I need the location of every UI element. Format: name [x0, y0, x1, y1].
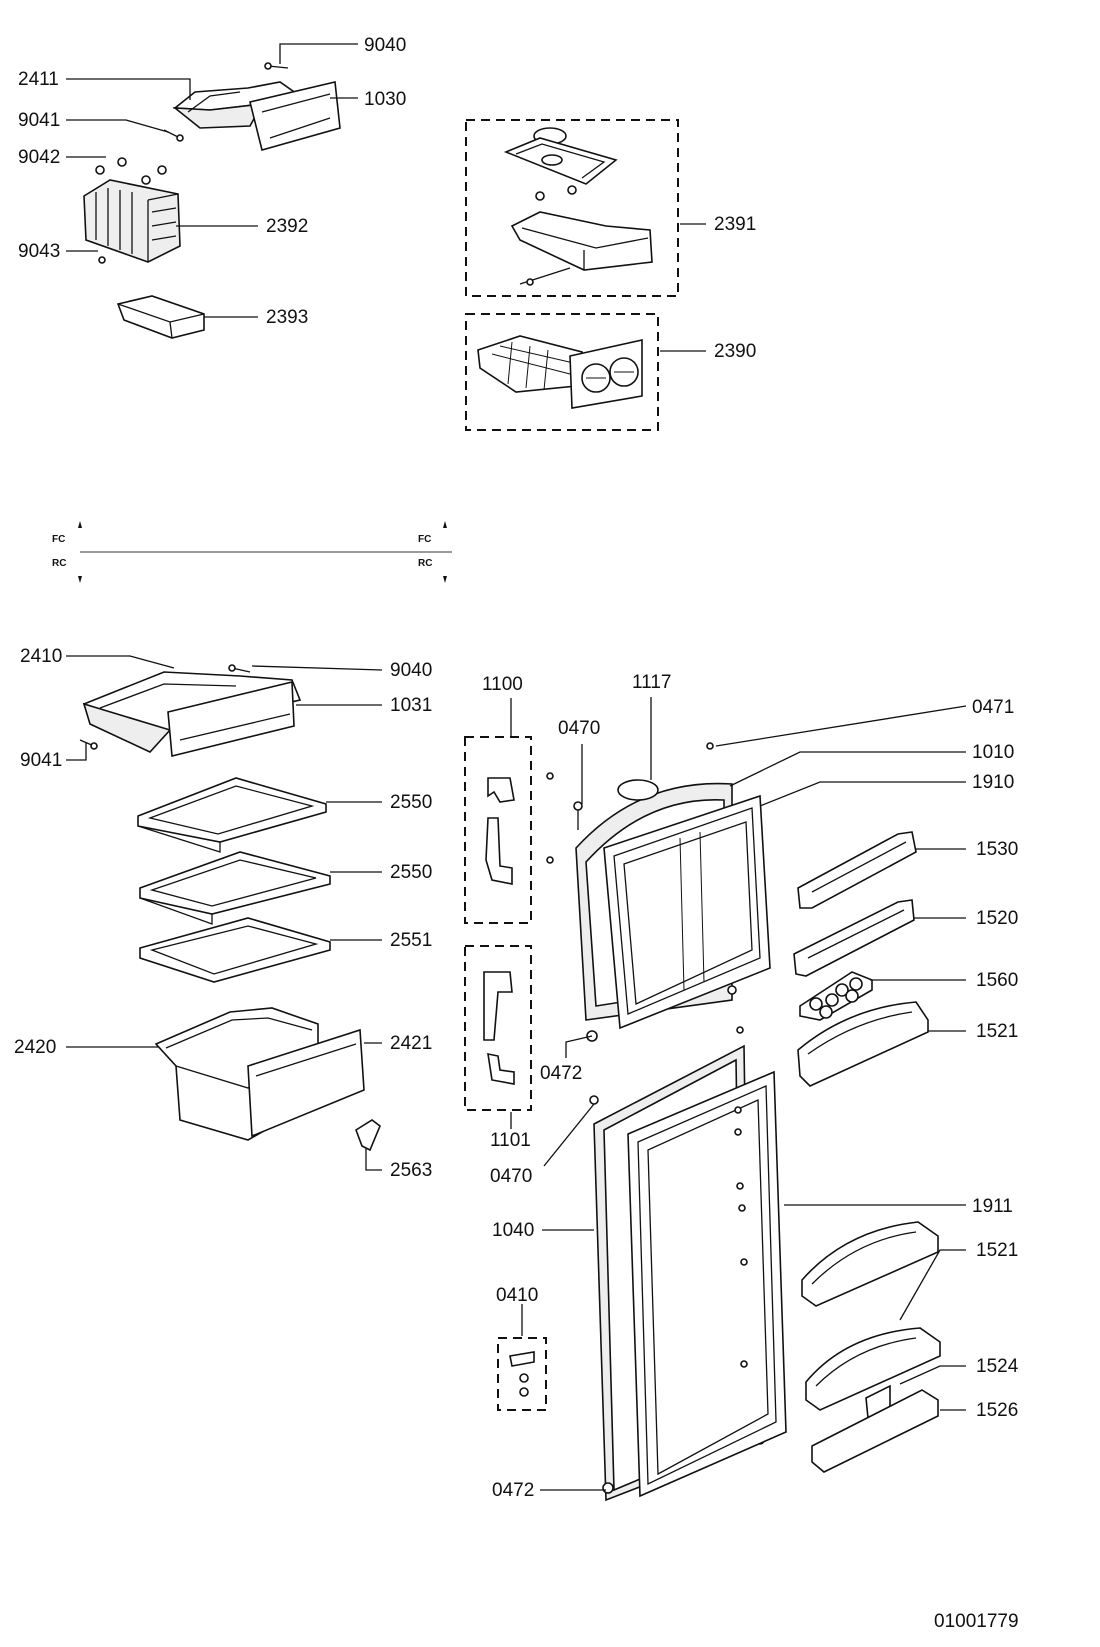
callout-1526: 1526 — [976, 1400, 1019, 1421]
callout-1030: 1030 — [364, 89, 407, 110]
callout-9041-mid: 9041 — [20, 750, 63, 771]
callout-1031: 1031 — [390, 695, 433, 716]
callout-0410: 0410 — [496, 1285, 539, 1306]
drawing-number: 01001779 — [934, 1611, 1019, 1632]
fridge-shelf-assembly-1031 — [79, 664, 302, 757]
freezer-shelf-assembly-1030 — [163, 62, 341, 151]
callout-1010: 1010 — [972, 742, 1015, 763]
door-bin-1521-upper — [797, 1001, 929, 1087]
assembly-box-2390 — [465, 313, 659, 431]
callout-9040-mid: 9040 — [390, 660, 433, 681]
front-rear-divider — [78, 521, 452, 583]
freezer-gasket-1910 — [603, 794, 771, 1030]
leader-lines — [66, 43, 967, 1491]
marker-rc-left: RC — [52, 558, 67, 569]
callout-1560: 1560 — [976, 970, 1019, 991]
callout-2550-upper: 2550 — [390, 792, 433, 813]
assembly-box-1100 — [464, 736, 532, 924]
callout-2390: 2390 — [714, 341, 757, 362]
callout-0472-upper: 0472 — [540, 1063, 583, 1084]
hinge-set-1100 — [485, 777, 515, 885]
callout-1040: 1040 — [492, 1220, 535, 1241]
assembly-box-0410 — [497, 1337, 547, 1411]
door-bin-1521-middle — [801, 1221, 939, 1307]
fridge-gasket-1911 — [627, 1070, 787, 1498]
glass-shelf-2550-lower — [139, 851, 331, 925]
ice-box-assembly-2392 — [83, 157, 181, 264]
callout-2551: 2551 — [390, 930, 433, 951]
callout-2391: 2391 — [714, 214, 757, 235]
callout-0472-lower: 0472 — [492, 1480, 535, 1501]
callout-1521-lower: 1521 — [976, 1240, 1019, 1261]
egg-tray-1560 — [799, 971, 873, 1021]
callout-1911: 1911 — [972, 1196, 1013, 1217]
glass-shelf-2550-upper — [137, 777, 327, 853]
assembly-box-2391 — [465, 119, 679, 297]
callout-9041-top: 9041 — [18, 110, 61, 131]
door-shelf-1520 — [793, 899, 915, 977]
bottle-retainer-1526 — [811, 1384, 939, 1473]
crisper-cover-2421 — [247, 1028, 365, 1138]
callout-1521-upper: 1521 — [976, 1021, 1019, 1042]
ice-tray-2393 — [116, 295, 205, 339]
callout-1524: 1524 — [976, 1356, 1019, 1377]
callout-2421: 2421 — [390, 1033, 433, 1054]
callout-0470-upper: 0470 — [558, 718, 601, 739]
hinge-set-1101 — [483, 971, 515, 1085]
callout-9043: 9043 — [18, 241, 61, 262]
callout-0470-lower: 0470 — [490, 1166, 533, 1187]
ice-maker-assembly-2391 — [503, 127, 653, 286]
callout-9040-top: 9040 — [364, 35, 407, 56]
callout-1520: 1520 — [976, 908, 1019, 929]
callout-2550-lower: 2550 — [390, 862, 433, 883]
callout-1100: 1100 — [482, 674, 523, 695]
callout-2411: 2411 — [18, 69, 59, 90]
callout-2393: 2393 — [266, 307, 309, 328]
callout-0471: 0471 — [972, 697, 1015, 718]
door-stop-0410 — [509, 1351, 535, 1397]
assembly-box-1101 — [464, 945, 532, 1111]
callout-2392: 2392 — [266, 216, 309, 237]
door-shelf-1530 — [797, 831, 917, 909]
callout-2410: 2410 — [20, 646, 63, 667]
door-bin-1524 — [805, 1327, 941, 1411]
glass-shelf-2551 — [139, 917, 331, 983]
callout-1117: 1117 — [632, 672, 672, 693]
callout-2563: 2563 — [390, 1160, 433, 1181]
marker-fc-left: FC — [52, 534, 66, 545]
marker-rc-right: RC — [418, 558, 433, 569]
callout-1101: 1101 — [490, 1130, 531, 1151]
marker-fc-right: FC — [418, 534, 432, 545]
drawer-slide-2563 — [355, 1119, 381, 1152]
callout-1910: 1910 — [972, 772, 1015, 793]
callout-2420: 2420 — [14, 1037, 57, 1058]
ice-tray-assembly-2390 — [477, 335, 643, 409]
callout-1530: 1530 — [976, 839, 1019, 860]
callout-9042: 9042 — [18, 147, 61, 168]
